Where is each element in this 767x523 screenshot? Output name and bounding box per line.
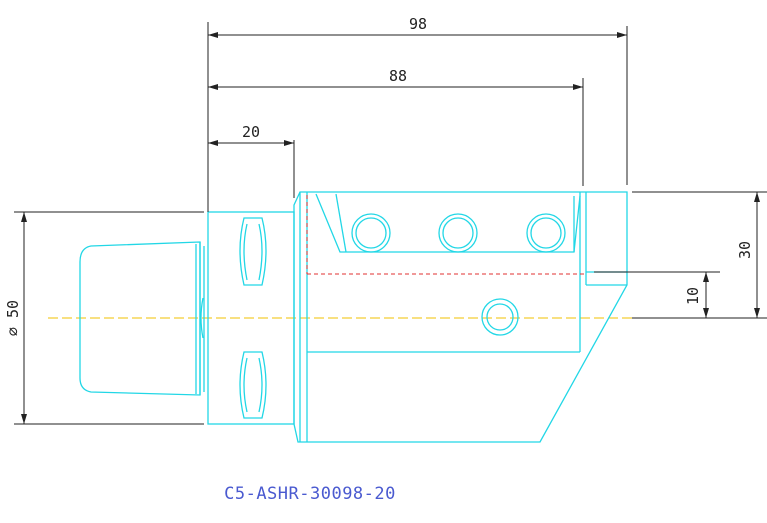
part-outline <box>79 191 628 443</box>
clamp-screw <box>438 213 478 253</box>
part-number-label: C5-ASHR-30098-20 <box>224 484 396 504</box>
coolant-port <box>481 298 519 336</box>
dim-88-label: 88 <box>389 67 407 85</box>
dim-98-label: 98 <box>409 15 427 33</box>
dim-30-label: 30 <box>736 241 754 259</box>
taper-shank <box>79 241 201 396</box>
drive-slot-bottom <box>239 351 267 419</box>
clamp-screw <box>351 213 391 253</box>
drive-slot-top <box>239 217 267 286</box>
body <box>293 191 628 443</box>
dim-10-label: 10 <box>684 287 702 305</box>
dim-50-label: ⌀ 50 <box>4 300 22 336</box>
extension-lines <box>14 22 767 425</box>
dimension-lines <box>21 32 760 424</box>
hidden-lines <box>306 195 586 275</box>
clamp-screw <box>526 213 566 253</box>
dim-20-label: 20 <box>242 123 260 141</box>
